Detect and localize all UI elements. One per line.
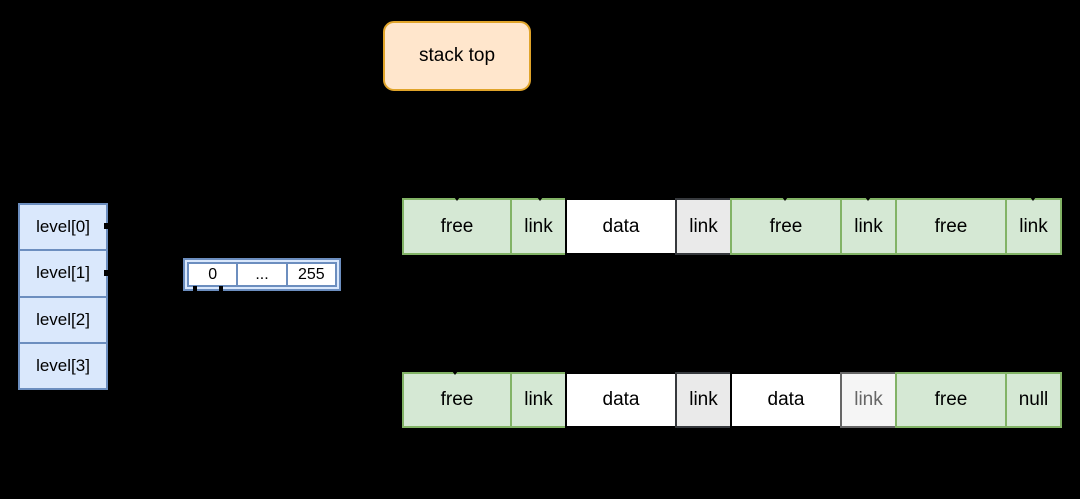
memory-cell-link: link — [840, 372, 897, 428]
arrowhead-mark — [779, 193, 791, 201]
memory-cell-link: link — [510, 198, 567, 255]
level-row: level[3] — [20, 341, 106, 388]
arrowhead-mark — [862, 193, 874, 201]
memory-cell-free: free — [895, 198, 1007, 255]
memory-cell-free: free — [402, 372, 512, 428]
memory-cell-data: data — [565, 372, 677, 428]
level-label: level[1] — [36, 263, 90, 283]
range-table: 0...255 — [183, 258, 341, 291]
line-stub — [193, 286, 197, 292]
memory-cell-data: data — [565, 198, 677, 255]
line-stub — [104, 223, 109, 229]
memory-cell-data: data — [730, 372, 842, 428]
memory-cell-link: link — [1005, 198, 1062, 255]
level-row: level[2] — [20, 295, 106, 342]
range-cell: ... — [236, 262, 288, 287]
memory-cell-link: link — [510, 372, 567, 428]
line-stub — [104, 270, 109, 276]
level-row: level[0] — [20, 205, 106, 249]
level-table: level[0] level[1] level[2] level[3] — [18, 203, 108, 390]
level-row: level[1] — [20, 249, 106, 295]
memory-cell-free: free — [402, 198, 512, 255]
arrowhead-mark — [449, 367, 461, 375]
arrowhead-mark — [534, 193, 546, 201]
line-stub — [219, 286, 223, 292]
range-cell: 255 — [285, 262, 337, 287]
level-label: level[0] — [36, 217, 90, 237]
level-label: level[2] — [36, 309, 90, 329]
memory-cell-free: free — [730, 198, 842, 255]
stack-top-label: stack top — [418, 45, 496, 66]
memory-cell-link: link — [675, 372, 732, 428]
memory-cell-link: link — [675, 198, 732, 255]
stack-top-box: stack top — [383, 21, 531, 91]
memory-cell-null: null — [1005, 372, 1062, 428]
arrowhead-mark — [1027, 193, 1039, 201]
range-cell: 0 — [187, 262, 239, 287]
arrowhead-mark — [451, 193, 463, 201]
memory-cell-free: free — [895, 372, 1007, 428]
level-label: level[3] — [36, 355, 90, 375]
memory-cell-link: link — [840, 198, 897, 255]
